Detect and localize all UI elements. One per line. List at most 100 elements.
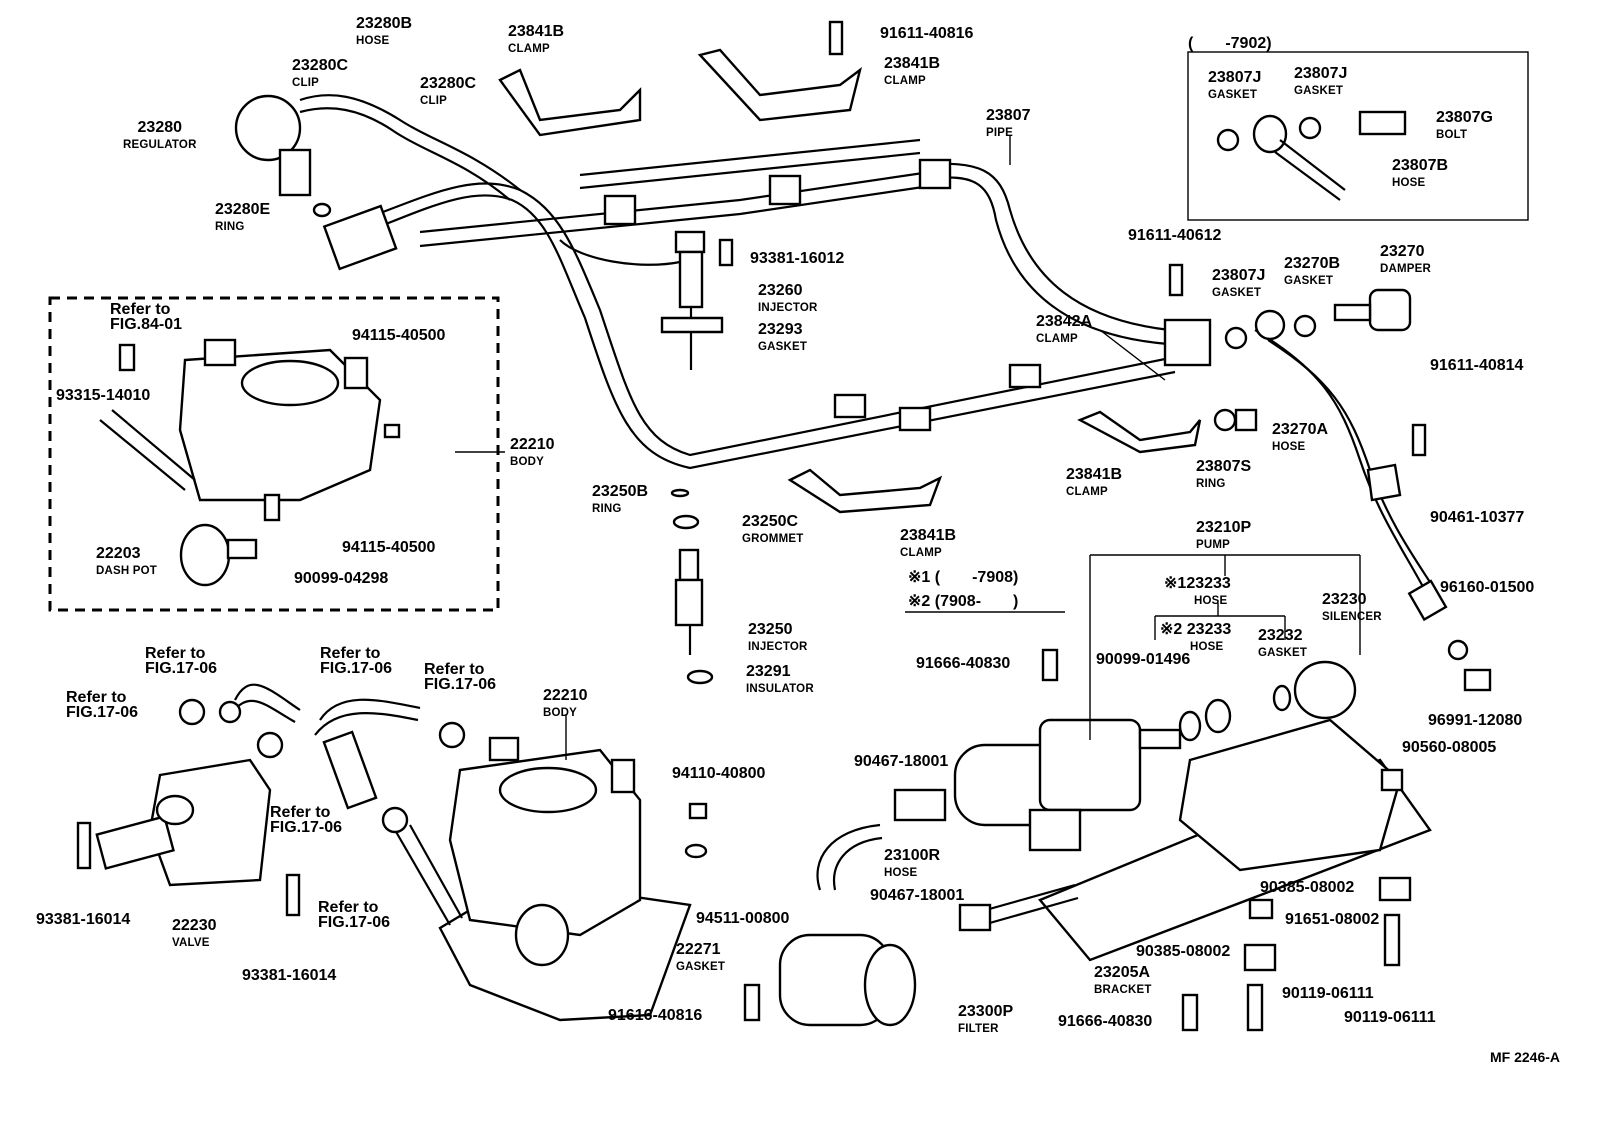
damper-fittings (1213, 110, 1492, 692)
part-number: 23233 (1186, 575, 1231, 592)
part-name: VALVE (172, 937, 210, 949)
part-93381-16012: 93381-16012 (750, 251, 844, 267)
fuel-pipe-assembly (299, 94, 1441, 601)
part-number: 90099-01496 (1096, 651, 1191, 668)
part-number: 23260 (758, 282, 803, 299)
part-name: INJECTOR (758, 302, 818, 314)
part-number: 22271 (676, 941, 721, 958)
part-name: GASKET (1294, 85, 1344, 97)
part-number: 93381-16014 (36, 911, 131, 928)
part-90099-04298: 90099-04298 (294, 571, 388, 587)
part-number: 90099-04298 (294, 570, 389, 587)
diagram-code: MF 2246-A (1490, 1049, 1561, 1065)
part-name: CLIP (420, 95, 447, 107)
part-number: 23270A (1272, 421, 1329, 438)
part-number: 23807J (1294, 65, 1348, 82)
part-number: 23280E (215, 201, 271, 218)
part-number: 93381-16012 (750, 250, 845, 267)
part-number: 22210 (543, 687, 588, 704)
part-number: 23270B (1284, 255, 1341, 272)
part-name: PUMP (1196, 539, 1231, 551)
part-name: INJECTOR (748, 641, 808, 653)
part-number: 93315-14010 (56, 387, 151, 404)
part-name: HOSE (884, 867, 918, 879)
part-number: 90560-08005 (1402, 739, 1497, 756)
part-number: 91666-40830 (1058, 1013, 1153, 1030)
part-number: 91611-40612 (1128, 227, 1222, 244)
part-name: HOSE (1194, 595, 1228, 607)
part-number: 23280C (292, 57, 349, 74)
pump-assembly (743, 648, 1432, 1032)
part-93315-14010: 93315-14010 (56, 388, 150, 404)
part-number: 90461-10377 (1430, 509, 1525, 526)
part-name: CLAMP (1036, 333, 1078, 345)
part-number: 96991-12080 (1428, 712, 1523, 729)
inset-frame (1187, 51, 1529, 221)
part-name: HOSE (356, 35, 390, 47)
regulator-shape (234, 94, 332, 218)
part-number: 23210P (1196, 519, 1252, 536)
part-name: DAMPER (1380, 263, 1432, 275)
part-number: 94115-40500 (352, 327, 446, 344)
part-number: 23807S (1196, 458, 1252, 475)
part-number: 90385-08002 (1260, 879, 1355, 896)
injectors (660, 230, 724, 685)
part-90467-18001-b: 90467-18001 (870, 888, 964, 904)
part-number: 23250B (592, 483, 649, 500)
part-name: HOSE (1272, 441, 1306, 453)
part-number: 23205A (1094, 964, 1151, 981)
part-name: DASH POT (96, 565, 158, 577)
part-94115-40500-a: 94115-40500 (352, 328, 445, 344)
leader-lines (455, 135, 1361, 760)
note-mark: ※1 (1164, 575, 1187, 592)
part-23270a: 23270A HOSE (1272, 422, 1328, 454)
part-number: 23841B (1066, 466, 1123, 483)
part-number: 91666-40830 (916, 655, 1011, 672)
part-name: RING (215, 221, 245, 233)
part-number: 23250C (742, 513, 799, 530)
part-number: 91611-40816 (880, 25, 974, 42)
part-90099-01496: 90099-01496 (1096, 652, 1190, 668)
part-number: 22210 (510, 436, 555, 453)
part-number: 23807 (986, 107, 1031, 124)
part-91611-40816: 91611-40816 (880, 26, 973, 42)
inset-range: ( -7902) (1188, 35, 1272, 52)
part-number: 23293 (758, 321, 803, 338)
part-name: RING (1196, 478, 1226, 490)
part-94511-00800: 94511-00800 (696, 911, 789, 927)
part-number: 94115-40500 (342, 539, 436, 556)
part-number: 90385-08002 (1136, 943, 1231, 960)
part-number: 23807J (1212, 267, 1266, 284)
part-90385-08002-a: 90385-08002 (1260, 880, 1354, 896)
part-94110-40800: 94110-40800 (672, 766, 765, 782)
part-name: GASKET (676, 961, 726, 973)
part-name: CLAMP (508, 43, 550, 55)
part-name: GASKET (1208, 89, 1258, 101)
part-number: 23841B (900, 527, 957, 544)
part-90560-08005: 90560-08005 (1402, 740, 1496, 756)
part-90461-10377: 90461-10377 (1430, 510, 1524, 526)
part-number: 23280 (137, 119, 183, 136)
